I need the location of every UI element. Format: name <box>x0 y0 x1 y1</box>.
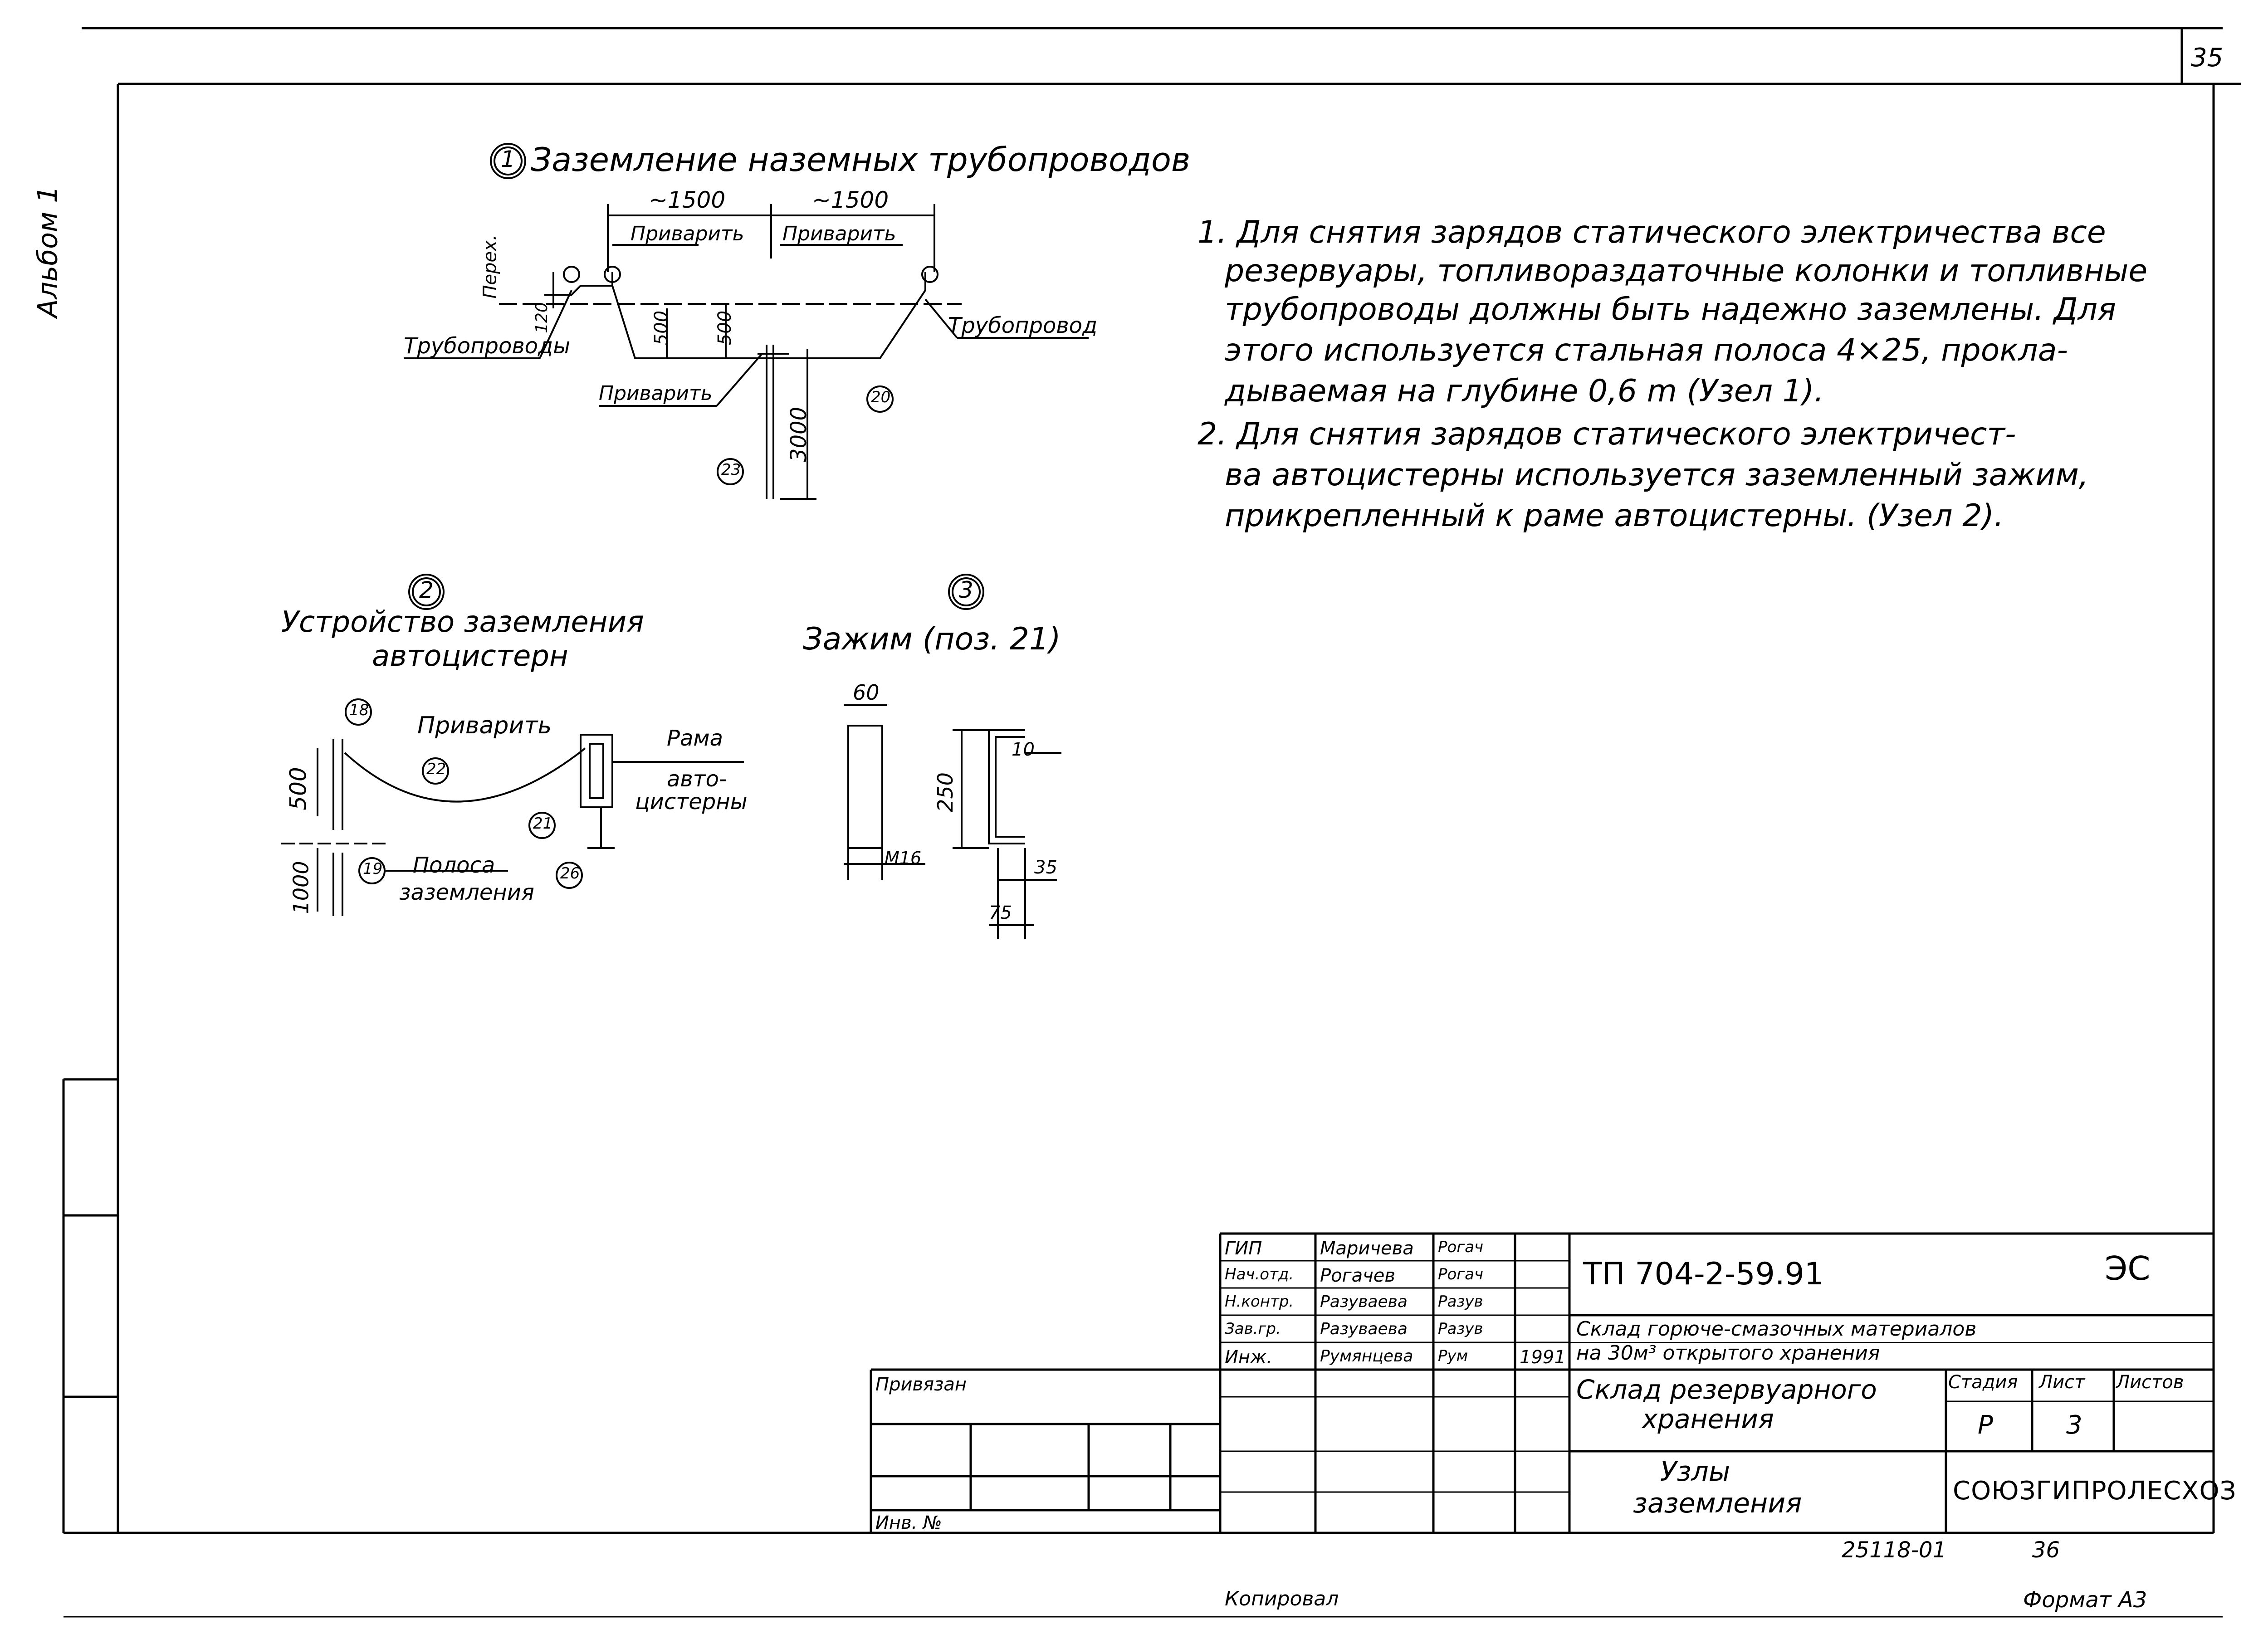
project-name-line-2: на 30м³ открытого хранения <box>1576 1341 1880 1365</box>
node1-dim-500b: 500 <box>714 310 736 346</box>
node2-strip-line1: Полоса <box>413 853 495 878</box>
signature-head-dept: Рогач <box>1438 1265 1484 1283</box>
page-number: 35 <box>2191 43 2224 73</box>
name-head-dept: Рогачев <box>1320 1265 1395 1286</box>
role-gip: ГИП <box>1225 1238 1262 1259</box>
drawing-name-line-2: заземления <box>1633 1488 1802 1519</box>
format-label: Формат А3 <box>2023 1587 2147 1613</box>
stage-value: Р <box>1978 1410 1993 1440</box>
role-engineer: Инж. <box>1225 1347 1272 1368</box>
album-label: Альбом 1 <box>32 185 64 318</box>
node1-pipelines: Трубопроводы <box>404 333 571 359</box>
node3-dim-60: 60 <box>853 680 880 705</box>
note-1-line-4: этого используется стальная полоса 4×25,… <box>1225 332 2068 368</box>
note-1-line-1: 1. Для снятия зарядов статического элект… <box>1198 215 2106 250</box>
node2-number: 2 <box>419 577 434 603</box>
node1-dim-500: 500 <box>651 310 672 346</box>
note-1-line-5: дываемая на глубине 0,6 m (Узел 1). <box>1225 373 1824 409</box>
inv-no-label: Инв. № <box>875 1512 942 1533</box>
note-2-line-2: ва автоцистерны используется заземленный… <box>1225 457 2089 493</box>
note-1-line-2: резервуары, топливораздаточные колонки и… <box>1225 253 2148 289</box>
sheet-header: Лист <box>2039 1372 2085 1393</box>
name-gip: Маричева <box>1320 1238 1414 1259</box>
sheets-header: Листов <box>2116 1372 2184 1393</box>
node1-dim-left: ~1500 <box>649 187 726 213</box>
role-head-dept: Нач.отд. <box>1225 1265 1294 1283</box>
note-2-line-1: 2. Для снятия зарядов статического элект… <box>1198 416 2016 452</box>
node2-frame-line3: цистерны <box>635 789 748 815</box>
node1-dim-3000: 3000 <box>786 406 812 463</box>
object-name-line-2: хранения <box>1642 1404 1774 1434</box>
node1-crossing: Перех. <box>479 234 501 299</box>
signature-norm-control: Разув <box>1438 1293 1483 1311</box>
doc-code-number: 36 <box>2032 1537 2060 1563</box>
role-group-head: Зав.гр. <box>1225 1320 1281 1338</box>
node1-pos-20: 20 <box>871 388 891 406</box>
node2-weld: Приварить <box>417 712 552 739</box>
node1-pos-23: 23 <box>721 461 741 479</box>
project-code: ТП 704-2-59.91 <box>1583 1256 1824 1292</box>
drawing-name-line-1: Узлы <box>1660 1456 1730 1488</box>
node1-title: Заземление наземных трубопроводов <box>531 141 1191 179</box>
node2-title-line2: автоцистерн <box>372 639 568 673</box>
drawing-mark: ЭС <box>2105 1249 2151 1288</box>
node2-dim-500: 500 <box>285 767 312 810</box>
copied-by-label: Копировал <box>1225 1587 1339 1610</box>
node2-pos-19: 19 <box>363 860 383 878</box>
node2-frame-line1: Рама <box>667 726 723 751</box>
note-2-line-3: прикрепленный к раме автоцистерны. (Узел… <box>1225 498 2004 534</box>
object-name-line-1: Склад резервуарного <box>1576 1374 1877 1405</box>
privyazan-label: Привязан <box>875 1374 967 1395</box>
node2-strip-line2: заземления <box>399 880 534 905</box>
signature-gip: Рогач <box>1438 1238 1484 1256</box>
node2-pos-18: 18 <box>349 701 369 719</box>
node3-dim-75: 75 <box>989 902 1012 923</box>
project-name-line-1: Склад горюче-смазочных материалов <box>1576 1317 1977 1341</box>
signature-group-head: Разув <box>1438 1320 1483 1338</box>
organization-name: СОЮЗГИПРОЛЕСХОЗ <box>1953 1476 2237 1506</box>
node2-pos-26: 26 <box>560 864 580 883</box>
node1-dim-right: ~1500 <box>812 187 889 213</box>
name-group-head: Разуваева <box>1320 1320 1408 1338</box>
node1-dim-120: 120 <box>532 302 551 333</box>
node1-weld-left: Приварить <box>631 222 744 245</box>
node2-dim-1000: 1000 <box>288 861 313 914</box>
node1-weld-right: Приварить <box>782 222 896 245</box>
name-norm-control: Разуваева <box>1320 1293 1408 1311</box>
node2-frame-line2: авто- <box>667 766 727 792</box>
node3-dim-m16: M16 <box>885 848 922 868</box>
node3-title: Зажим (поз. 21) <box>803 621 1061 657</box>
name-engineer: Румянцева <box>1320 1347 1413 1366</box>
node3-number: 3 <box>959 577 973 603</box>
stage-header: Стадия <box>1948 1372 2018 1393</box>
node2-title-line1: Устройство заземления <box>281 605 644 639</box>
signature-engineer: Рум <box>1438 1347 1468 1365</box>
node3-dim-250: 250 <box>933 772 958 812</box>
note-1-line-3: трубопроводы должны быть надежно заземле… <box>1225 292 2116 327</box>
node3-dim-35: 35 <box>1034 857 1057 878</box>
node1-weld-bottom: Приварить <box>599 382 713 405</box>
node2-pos-21: 21 <box>533 815 553 833</box>
year: 1991 <box>1520 1347 1566 1368</box>
node1-pipeline: Трубопровод <box>948 313 1098 338</box>
node3-dim-10: 10 <box>1012 739 1035 760</box>
doc-code: 25118-01 <box>1842 1537 1947 1563</box>
node2-pos-22: 22 <box>426 760 446 778</box>
node1-number: 1 <box>501 146 515 172</box>
sheet-value: 3 <box>2066 1410 2082 1440</box>
role-norm-control: Н.контр. <box>1225 1293 1294 1311</box>
